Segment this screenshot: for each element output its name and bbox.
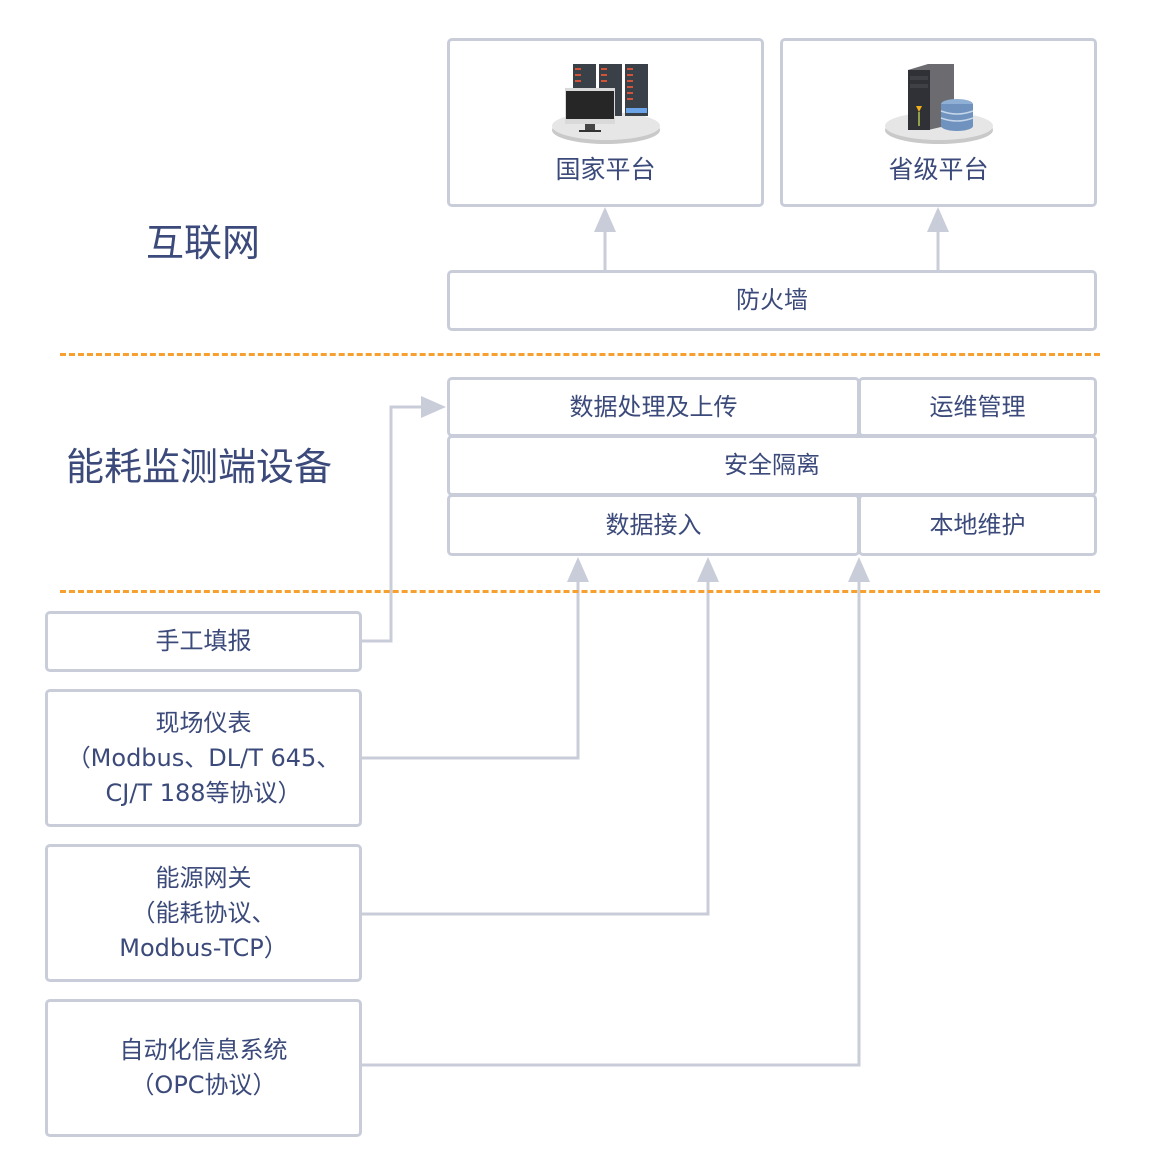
arrow-up-icon [697, 557, 719, 582]
connector-manual-entry [361, 405, 430, 643]
ops-management-label: 运维管理 [929, 392, 1026, 421]
national-platform-label: 国家平台 [555, 155, 656, 184]
connector-automation-system [361, 575, 861, 1067]
data-upload-module[interactable]: 数据处理及上传 [447, 377, 860, 437]
data-access-module[interactable]: 数据接入 [447, 494, 860, 556]
arrow-up-icon [848, 557, 870, 582]
divider-internet-device [60, 353, 1100, 356]
source-automation-system[interactable]: 自动化信息系统 （OPC协议） [45, 999, 362, 1137]
server-rack-icon [551, 64, 660, 144]
source-energy-gateway-protocols: （能耗协议、 [131, 898, 276, 927]
connector-field-meters [361, 575, 580, 760]
connector-energy-gateway [361, 575, 710, 916]
divider-device-sources [60, 590, 1100, 593]
source-field-meters-title: 现场仪表 [155, 708, 252, 737]
source-energy-gateway-title: 能源网关 [155, 863, 252, 892]
section-label-internet: 互联网 [146, 221, 261, 265]
arrow-up-icon [567, 557, 589, 582]
local-maintenance-label: 本地维护 [929, 510, 1026, 539]
arrow-right-icon [421, 396, 446, 418]
source-energy-gateway-protocols-cont: Modbus-TCP） [119, 933, 288, 962]
ops-management-module[interactable]: 运维管理 [858, 377, 1097, 437]
firewall-label: 防火墙 [736, 286, 808, 314]
server-database-icon [884, 64, 993, 144]
data-access-label: 数据接入 [605, 510, 702, 539]
security-isolation-module[interactable]: 安全隔离 [447, 435, 1097, 496]
arrow-up-icon [927, 207, 949, 232]
data-upload-label: 数据处理及上传 [569, 392, 738, 421]
provincial-platform-label: 省级平台 [888, 155, 989, 184]
source-field-meters-protocols-cont: CJ/T 188等协议） [105, 778, 302, 807]
source-field-meters[interactable]: 现场仪表 （Modbus、DL/T 645、 CJ/T 188等协议） [45, 689, 362, 827]
local-maintenance-module[interactable]: 本地维护 [858, 494, 1097, 556]
section-label-device: 能耗监测端设备 [66, 445, 333, 489]
source-automation-system-title: 自动化信息系统 [119, 1036, 288, 1064]
arrow-up-icon [594, 207, 616, 232]
source-manual-entry[interactable]: 手工填报 [45, 611, 362, 672]
source-energy-gateway[interactable]: 能源网关 （能耗协议、 Modbus-TCP） [45, 844, 362, 982]
security-isolation-label: 安全隔离 [724, 451, 820, 479]
source-field-meters-protocols: （Modbus、DL/T 645、 [66, 743, 341, 772]
source-automation-system-protocols: （OPC协议） [130, 1071, 277, 1099]
national-platform-box[interactable]: 国家平台 [447, 38, 764, 207]
firewall-box[interactable]: 防火墙 [447, 270, 1097, 331]
source-manual-entry-label: 手工填报 [155, 627, 252, 655]
provincial-platform-box[interactable]: 省级平台 [780, 38, 1097, 207]
